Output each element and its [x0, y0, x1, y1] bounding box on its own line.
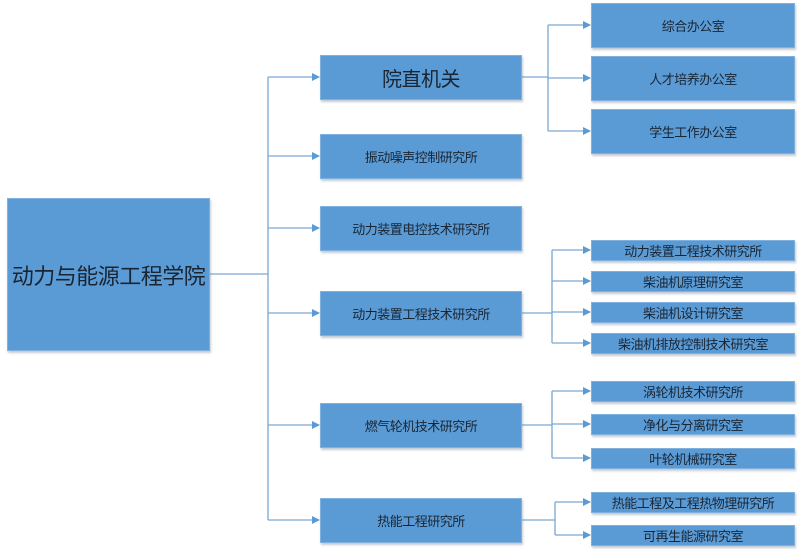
lab-node-diesel-design[interactable]: 柴油机设计研究室 — [591, 302, 795, 323]
lab-node-purification-separation[interactable]: 净化与分离研究室 — [591, 414, 795, 435]
office-label: 人才培养办公室 — [649, 73, 737, 88]
root-node-college[interactable]: 动力与能源工程学院 — [7, 198, 210, 351]
dept-label: 院直机关 — [382, 67, 461, 91]
office-node-student-affairs[interactable]: 学生工作办公室 — [591, 109, 795, 154]
lab-label: 柴油机原理研究室 — [642, 276, 744, 291]
office-label: 综合办公室 — [661, 20, 725, 35]
dept-label: 热能工程研究所 — [377, 515, 465, 530]
arrow-head-icon — [583, 277, 591, 285]
dept-node-thermal-engineering[interactable]: 热能工程研究所 — [320, 498, 522, 543]
arrow-head-icon — [583, 339, 591, 347]
arrow-head-icon — [583, 74, 591, 82]
lab-node-turbomachine-tech[interactable]: 涡轮机技术研究所 — [591, 381, 795, 402]
lab-label: 热能工程及工程热物理研究所 — [611, 497, 775, 512]
lab-label: 柴油机排放控制技术研究室 — [617, 338, 769, 353]
arrow-head-icon — [583, 127, 591, 135]
arrow-head-icon — [583, 498, 591, 506]
office-node-general[interactable]: 综合办公室 — [591, 3, 795, 48]
dept-node-gas-turbine[interactable]: 燃气轮机技术研究所 — [320, 403, 522, 448]
dept-node-power-engineering-tech[interactable]: 动力装置工程技术研究所 — [320, 291, 522, 336]
lab-label: 净化与分离研究室 — [642, 419, 744, 434]
arrow-head-icon — [312, 516, 320, 524]
root-label: 动力与能源工程学院 — [11, 264, 206, 290]
office-node-talent-cultivation[interactable]: 人才培养办公室 — [591, 56, 795, 101]
lab-node-diesel-principle[interactable]: 柴油机原理研究室 — [591, 271, 795, 292]
dept-label: 燃气轮机技术研究所 — [364, 420, 478, 435]
arrow-head-icon — [312, 152, 320, 160]
dept-node-power-electronic-control[interactable]: 动力装置电控技术研究所 — [320, 206, 522, 251]
arrow-head-icon — [583, 387, 591, 395]
arrow-head-icon — [583, 21, 591, 29]
lab-node-renewable-energy[interactable]: 可再生能源研究室 — [591, 525, 795, 546]
lab-label: 叶轮机械研究室 — [649, 453, 737, 468]
lab-node-diesel-emission-control[interactable]: 柴油机排放控制技术研究室 — [591, 333, 795, 354]
lab-label: 动力装置工程技术研究所 — [624, 245, 762, 260]
arrow-head-icon — [583, 420, 591, 428]
office-label: 学生工作办公室 — [649, 126, 737, 141]
lab-label: 柴油机设计研究室 — [642, 307, 744, 322]
lab-node-thermal-physics[interactable]: 热能工程及工程热物理研究所 — [591, 492, 795, 513]
arrow-head-icon — [583, 246, 591, 254]
dept-label: 动力装置工程技术研究所 — [352, 308, 490, 323]
arrow-head-icon — [583, 454, 591, 462]
lab-node-power-engineering-tech[interactable]: 动力装置工程技术研究所 — [591, 240, 795, 261]
dept-node-admin-office[interactable]: 院直机关 — [320, 55, 522, 100]
dept-label: 动力装置电控技术研究所 — [352, 223, 490, 238]
dept-node-vibration-noise[interactable]: 振动噪声控制研究所 — [320, 134, 522, 179]
arrow-head-icon — [312, 309, 320, 317]
dept-label: 振动噪声控制研究所 — [364, 151, 478, 166]
arrow-head-icon — [312, 224, 320, 232]
arrow-head-icon — [583, 308, 591, 316]
arrow-head-icon — [312, 421, 320, 429]
arrow-head-icon — [583, 531, 591, 539]
lab-label: 涡轮机技术研究所 — [642, 386, 744, 401]
lab-label: 可再生能源研究室 — [642, 530, 744, 545]
lab-node-impeller-machinery[interactable]: 叶轮机械研究室 — [591, 448, 795, 469]
arrow-head-icon — [312, 73, 320, 81]
